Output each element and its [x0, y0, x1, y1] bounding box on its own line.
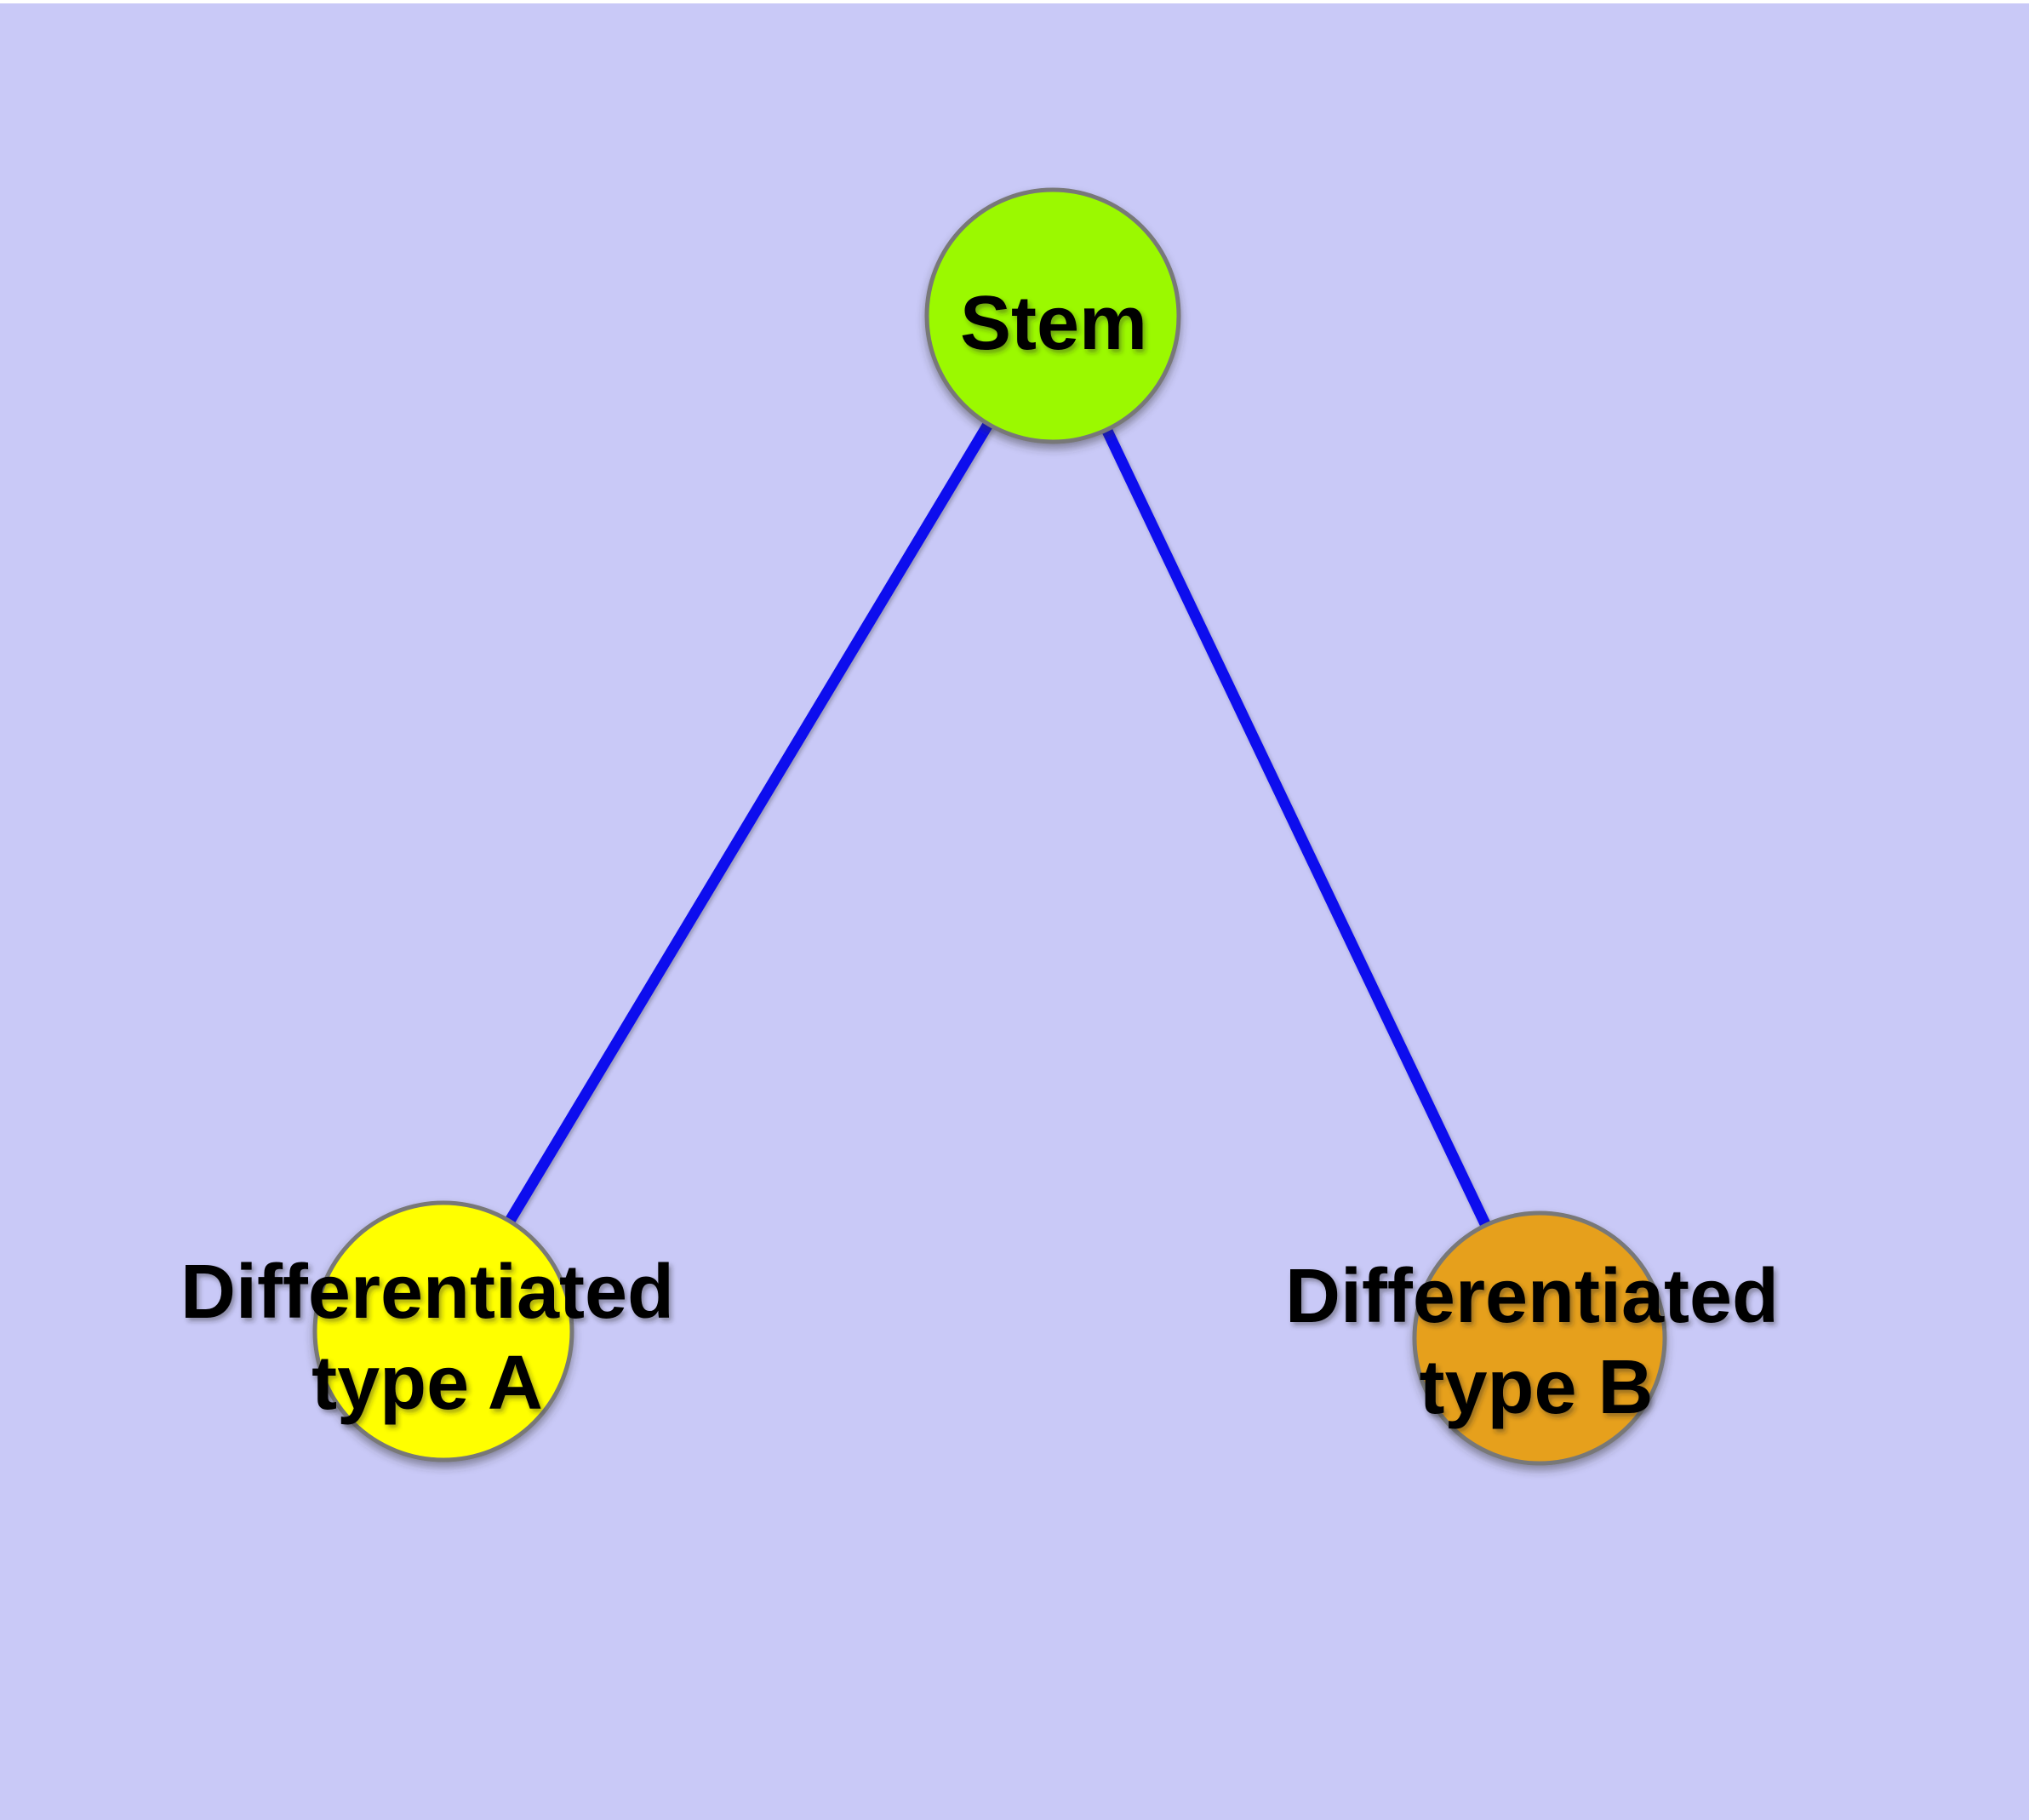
- node-differentiated-type-b: [1412, 1210, 1667, 1466]
- node-stem-label: Stem: [960, 281, 1147, 366]
- node-differentiated-type-a: [312, 1200, 574, 1462]
- node-type-a-label-line2: type A: [311, 1341, 543, 1426]
- node-type-b-label-line1: Differentiated: [1285, 1254, 1779, 1339]
- edge-stem-to-type-a: [438, 313, 1058, 1335]
- edge-stem-to-type-b: [1048, 314, 1545, 1341]
- node-stem: [924, 187, 1181, 444]
- node-type-b-label-line2: type B: [1419, 1345, 1653, 1430]
- node-type-a-label-line1: Differentiated: [180, 1250, 674, 1335]
